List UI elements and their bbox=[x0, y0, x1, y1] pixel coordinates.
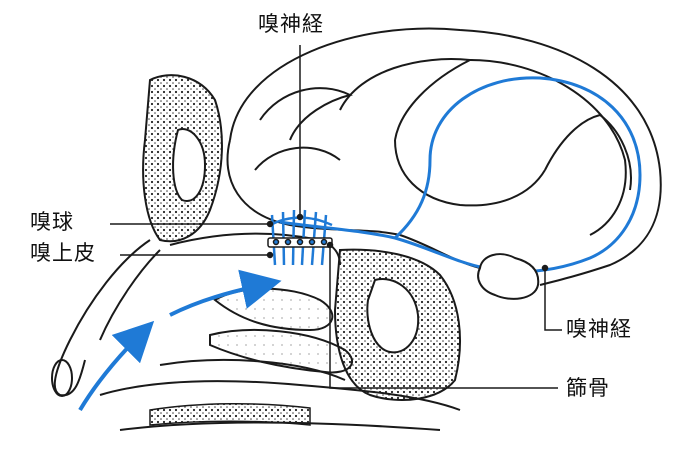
olfactory-tract-blue bbox=[280, 78, 640, 272]
label-olfactory-epithelium: 嗅上皮 bbox=[30, 243, 96, 264]
hard-palate bbox=[150, 404, 310, 425]
label-olfactory-bulb: 嗅球 bbox=[30, 212, 74, 233]
label-olfactory-nerve-right: 嗅神経 bbox=[566, 319, 632, 340]
nasal-turbinates bbox=[160, 289, 352, 380]
nasal-bone-left bbox=[143, 75, 222, 241]
sphenoid-bone bbox=[335, 250, 460, 400]
label-olfactory-nerve-top: 嗅神経 bbox=[258, 14, 324, 35]
label-ethmoid-bone: 篩骨 bbox=[566, 378, 610, 399]
cribriform-plate bbox=[268, 238, 332, 247]
olfactory-bulb-shape-right bbox=[478, 254, 538, 299]
